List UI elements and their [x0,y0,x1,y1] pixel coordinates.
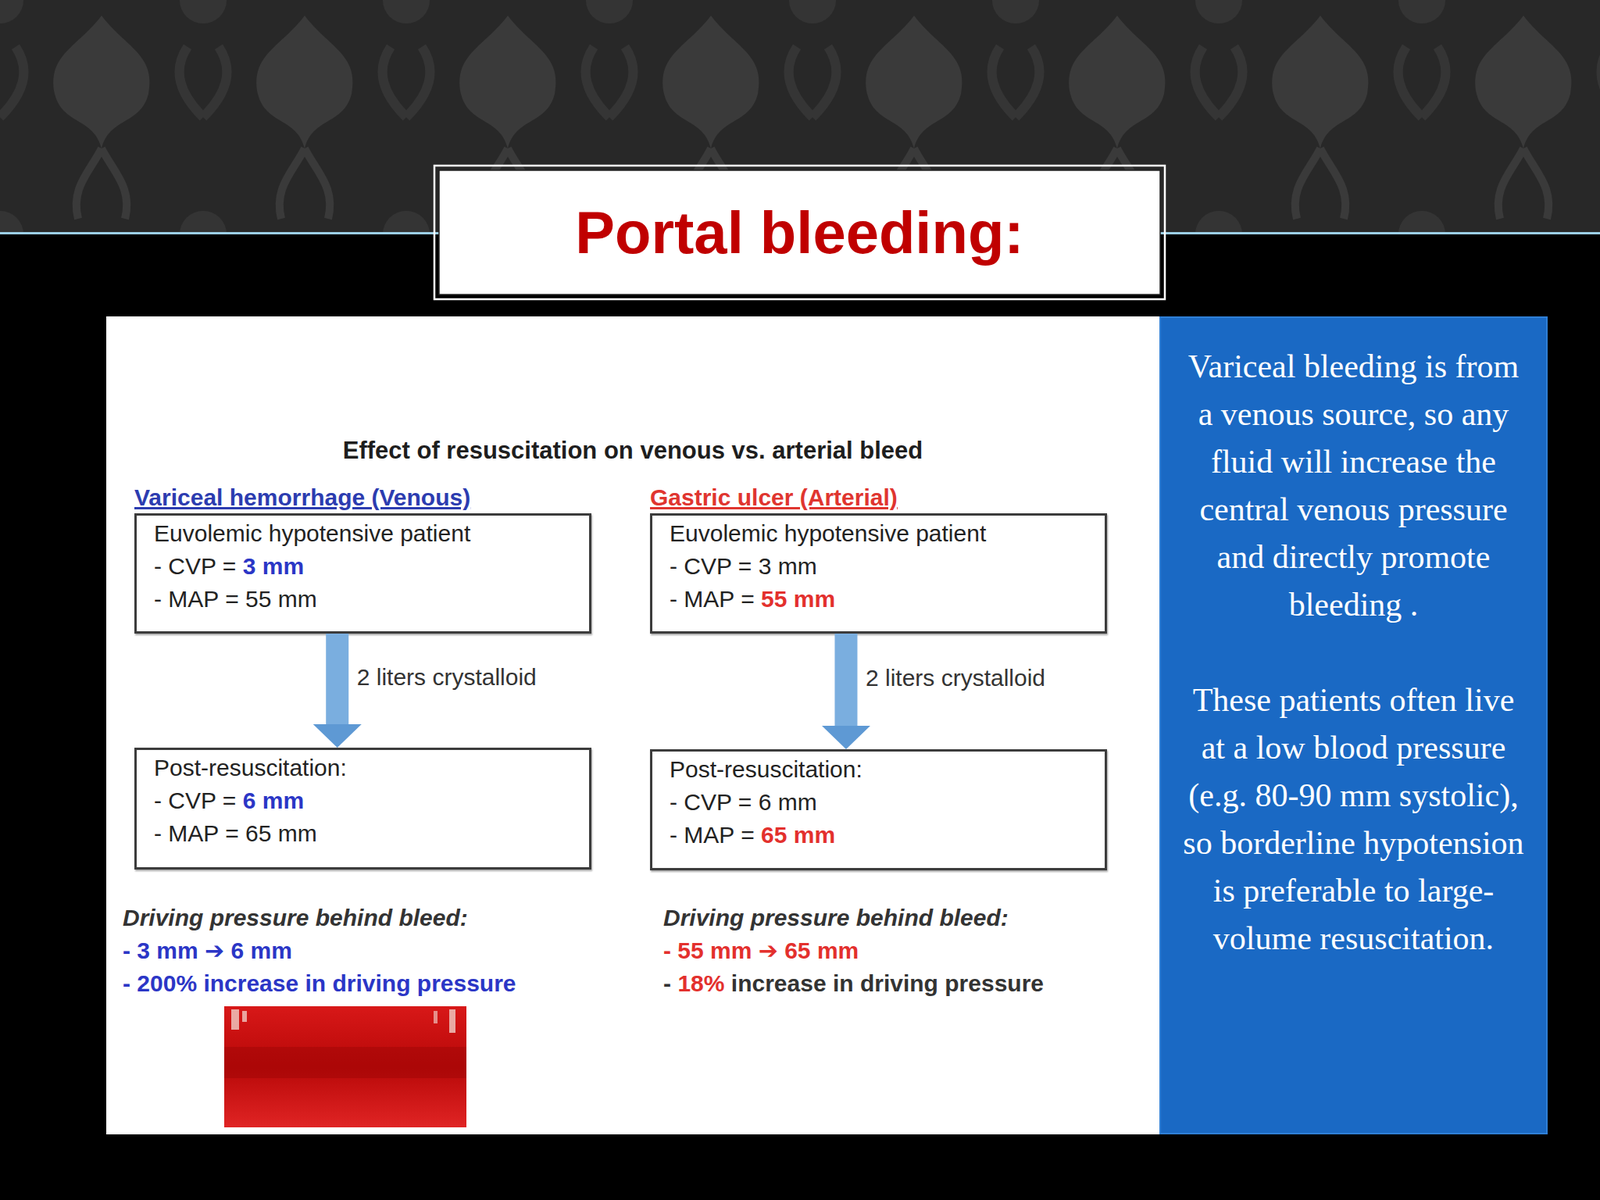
result-box: Post-resuscitation:- CVP =6 mm- MAP = 65… [134,747,592,870]
text-line: Post-resuscitation: [153,751,590,785]
label-text: increase in driving pressure [731,970,1044,997]
label-text: Driving pressure behind bleed: [122,904,468,931]
text-line: - MAP =55 mm [669,582,1105,616]
node-text: - CVP = [153,787,236,814]
text-line: - CVP = 3 mm [669,550,1105,583]
node-text: These patients often live at a low blood… [1182,682,1524,957]
text-line: - CVP =3 mm [153,550,590,583]
node-text: - MAP = 65 mm [153,820,318,847]
photo-speck [449,1009,456,1033]
label-text: - 55 mm ➔ 65 mm [663,937,859,964]
label-text: - 3 mm ➔ 6 mm [122,937,293,964]
label-line: - 3 mm ➔ 6 mm [122,934,517,968]
label-text: - 200% increase in driving pressure [122,970,517,997]
photo-speck [231,1009,240,1030]
block-arrow [325,633,349,725]
condition-box: Euvolemic hypotensive patient - CVP = 3 m… [650,513,1108,634]
label-group: Gastric ulcer (Arterial) [650,481,898,515]
label-line: -18%increase in driving pressure [663,967,1044,1000]
label-text: Effect of resuscitation on venous vs. ar… [342,436,924,465]
label-line: Driving pressure behind bleed: [122,901,517,935]
text-line: Euvolemic hypotensive patient [153,517,590,550]
label-group: Driving pressure behind bleed: - 55 mm ➔ … [663,901,1044,1000]
node-text: 6 mm [242,787,304,814]
text-line: Post-resuscitation: [669,753,1105,786]
label-line: - 200% increase in driving pressure [122,967,517,1000]
label-text: Driving pressure behind bleed: [663,904,1009,931]
label-text: Variceal hemorrhage (Venous) [134,484,471,511]
node-text: - CVP = 3 mm [669,553,818,579]
label-text: 18% [677,970,725,997]
node-text: - MAP = 55 mm [153,585,318,612]
text-line: - MAP =65 mm [669,818,1105,852]
text-line: - CVP =6 mm [153,784,590,818]
result-box: Post-resuscitation: - CVP = 6 mm - MAP =65… [650,749,1108,871]
text-line: Euvolemic hypotensive patient [669,517,1105,550]
edge-label: 2 liters crystalloid [865,661,1046,695]
node-text: - CVP = 6 mm [669,789,818,815]
node-text: - MAP = [669,585,755,612]
label-line: Variceal hemorrhage (Venous) [134,481,471,515]
label-group: Variceal hemorrhage (Venous) [134,481,471,515]
note-panel: Variceal bleeding is from a venous sourc… [1159,316,1548,1135]
edge-group [337,633,847,726]
text-line: - MAP = 55 mm [153,582,590,616]
label-line: - 55 mm ➔ 65 mm [663,934,1044,968]
node-text: - MAP = [669,821,755,848]
slide-title: Portal bleeding: [434,165,1165,300]
condition-box: Euvolemic hypotensive patient - CVP =3 mm… [134,513,592,634]
figure-panel [106,316,1160,1135]
title-frame [434,165,1165,300]
photo-speck [433,1010,438,1024]
blood-shade [224,1046,467,1079]
node-text: 55 mm [760,585,836,612]
block-arrow [834,633,858,726]
label-line: Driving pressure behind bleed: [663,901,1044,935]
label-text: Gastric ulcer (Arterial) [650,484,898,511]
label-text: - [663,970,672,997]
text-line: - CVP = 6 mm [669,785,1105,819]
blood-photo [224,1006,467,1128]
node-text: Euvolemic hypotensive patient [153,520,471,547]
text-line: Variceal bleeding is from a venous sourc… [1178,342,1529,629]
node-text: Variceal bleeding is from a venous sourc… [1188,348,1519,623]
photo-speck [242,1010,247,1022]
node-text: - CVP = [153,553,236,579]
text-line: - MAP = 65 mm [153,817,590,850]
label-line: Gastric ulcer (Arterial) [650,481,898,515]
edge-label: 2 liters crystalloid [357,660,537,694]
label-line: Effect of resuscitation on venous vs. ar… [106,434,1160,468]
node-text: Euvolemic hypotensive patient [669,520,986,547]
node-text: 3 mm [242,553,304,579]
text-line: These patients often live at a low blood… [1178,676,1529,963]
node-text: Post-resuscitation: [669,756,863,783]
node-text: 65 mm [760,821,836,848]
label-group: Effect of resuscitation on venous vs. ar… [106,434,1160,468]
node-text: Post-resuscitation: [153,754,347,781]
label-group: Driving pressure behind bleed: - 3 mm ➔ 6… [122,901,517,1000]
